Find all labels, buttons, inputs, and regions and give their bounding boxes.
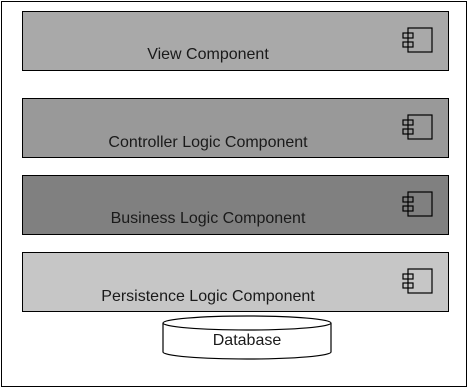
database-label: Database [212, 332, 282, 349]
layer-label-view: View Component [147, 46, 269, 63]
layer-view: View Component [22, 11, 449, 71]
layer-label-business: Business Logic Component [110, 210, 306, 227]
component-icon [402, 27, 433, 53]
layer-controller: Controller Logic Component [22, 98, 449, 158]
component-icon [402, 114, 433, 140]
layer-persistence: Persistence Logic Component [22, 252, 449, 312]
layer-label-persistence: Persistence Logic Component [101, 288, 315, 305]
database-cylinder-icon [162, 315, 332, 360]
component-icon [402, 191, 433, 217]
component-icon [402, 268, 433, 294]
layer-label-controller: Controller Logic Component [108, 134, 308, 151]
layer-business: Business Logic Component [22, 175, 449, 235]
